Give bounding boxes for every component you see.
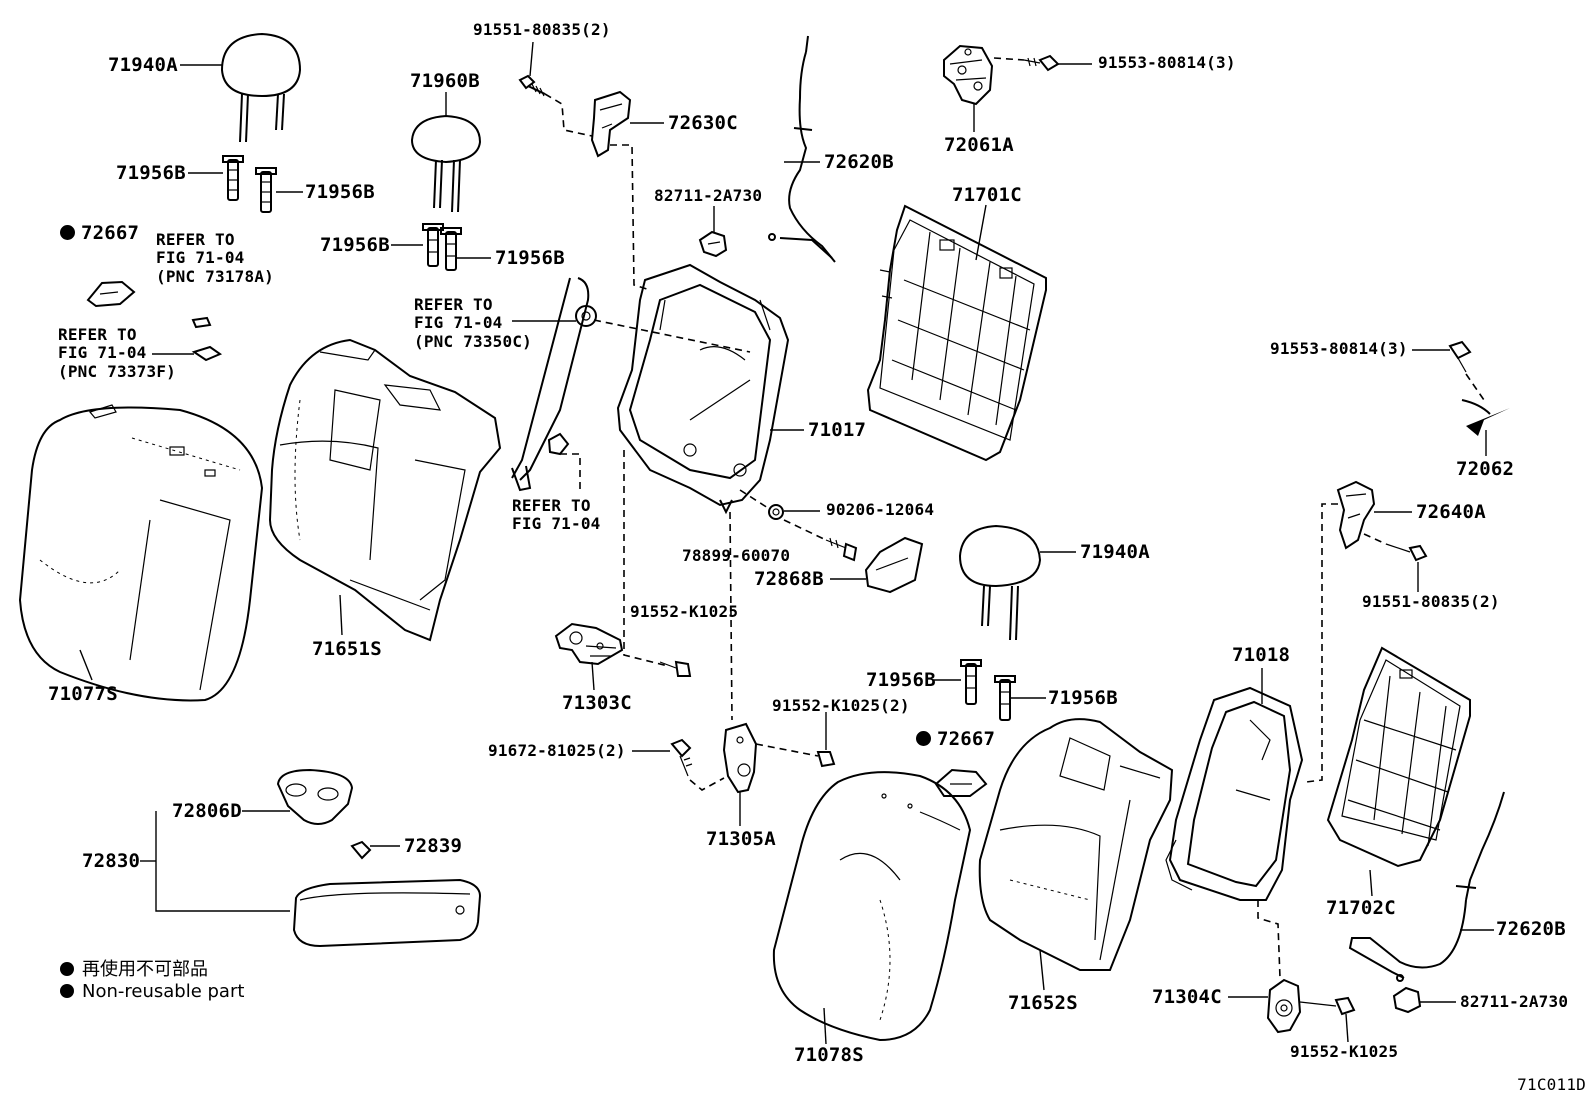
bracket-72630c-icon xyxy=(590,90,632,158)
clip-82711-icon xyxy=(1392,986,1422,1014)
label-72620b: 72620B xyxy=(1496,918,1566,940)
headrest-guide-icon xyxy=(222,155,277,213)
label-91553-80814: 91553-80814(3) xyxy=(1098,53,1236,72)
belt-strap-icon xyxy=(511,277,597,492)
bullet-icon xyxy=(60,962,74,976)
legend-jp: 再使用不可部品 xyxy=(60,955,208,981)
label-72061a: 72061A xyxy=(944,134,1014,156)
label-71956b: 71956B xyxy=(1048,687,1118,709)
label-72667-nonreusable: 72667 xyxy=(60,224,139,243)
label-71652s: 71652S xyxy=(1008,992,1078,1014)
label-71305a: 71305A xyxy=(706,828,776,850)
bolt-icon xyxy=(1385,543,1428,562)
label-71701c: 71701C xyxy=(952,184,1022,206)
label-72620b: 72620B xyxy=(824,151,894,173)
bolt-icon xyxy=(1023,54,1060,72)
clip-72062-icon xyxy=(1461,399,1510,436)
label-71956b: 71956B xyxy=(116,162,186,184)
headrest-71960b-icon xyxy=(410,114,482,213)
label-82711-2a730: 82711-2A730 xyxy=(654,186,763,205)
small-clip-icon xyxy=(191,316,223,362)
label-72839: 72839 xyxy=(404,835,463,857)
bracket-72640a-icon xyxy=(1336,480,1376,550)
label-71956b: 71956B xyxy=(320,234,390,256)
label-72667-nonreusable: 72667 xyxy=(916,730,995,749)
headrest-71940a-mid-icon xyxy=(958,524,1042,641)
hinge-71303c-icon xyxy=(554,622,624,666)
label-78899-60070: 78899-60070 xyxy=(682,546,791,565)
label-72630c: 72630C xyxy=(668,112,738,134)
label-72640a: 72640A xyxy=(1416,501,1486,523)
clip-72667-icon xyxy=(934,768,988,797)
label-71077s: 71077S xyxy=(48,683,118,705)
clip-82711-icon xyxy=(698,230,728,258)
label-90206-12064: 90206-12064 xyxy=(826,500,935,519)
armrest-72830-icon xyxy=(292,878,482,948)
seatback-frame-71017-icon xyxy=(616,263,790,515)
bolt-icon xyxy=(659,660,692,677)
diagram-code: 71C011D xyxy=(1517,1075,1586,1094)
label-91551-80835: 91551-80835(2) xyxy=(473,20,611,39)
label-71304c: 71304C xyxy=(1152,986,1222,1008)
bolt-icon xyxy=(825,537,858,562)
seatback-board-71702c-icon xyxy=(1326,646,1471,868)
label-91553-80814: 91553-80814(3) xyxy=(1270,339,1408,358)
seatback-board-71701c-icon xyxy=(866,204,1047,462)
headrest-guide-icon xyxy=(960,659,1016,721)
label-71940a: 71940A xyxy=(108,54,178,76)
seatback-cover-71078s-icon xyxy=(772,771,972,1042)
label-82711-2a730: 82711-2A730 xyxy=(1460,992,1569,1011)
label-71956b: 71956B xyxy=(305,181,375,203)
seatback-frame-71018-icon xyxy=(1165,686,1304,901)
bullet-icon xyxy=(60,984,74,998)
cable-72620b-icon xyxy=(1348,791,1505,982)
label-71960b: 71960B xyxy=(410,70,480,92)
label-71702c: 71702C xyxy=(1326,897,1396,919)
label-72806d: 72806D xyxy=(172,800,242,822)
clip-72667-icon xyxy=(86,280,136,308)
label-71018: 71018 xyxy=(1232,644,1291,666)
label-71940a: 71940A xyxy=(1080,541,1150,563)
cup-holder-72806d-icon xyxy=(276,768,354,825)
bolt-icon xyxy=(670,738,693,777)
seatback-cover-71651s-icon xyxy=(268,338,502,642)
bracket-71305a-icon xyxy=(722,722,758,794)
bolt-icon xyxy=(816,751,836,768)
label-72062: 72062 xyxy=(1456,458,1515,480)
bolt-icon xyxy=(350,840,372,860)
label-71303c: 71303C xyxy=(562,692,632,714)
label-71651s: 71651S xyxy=(312,638,382,660)
seatback-cover-71652s-icon xyxy=(978,718,1174,971)
refer-note: REFER TO FIG 71-04 (PNC 73350C) xyxy=(414,295,532,351)
cable-72620b-icon xyxy=(768,35,836,263)
refer-note: REFER TO FIG 71-04 xyxy=(512,496,601,534)
label-91552-k1025: 91552-K1025 xyxy=(630,602,739,621)
seat-cover-71077s-icon xyxy=(18,404,264,702)
refer-note: REFER TO FIG 71-04 (PNC 73373F) xyxy=(58,325,176,381)
label-91672-81025: 91672-81025(2) xyxy=(488,741,626,760)
headrest-guide-icon xyxy=(422,223,462,271)
label-72868b: 72868B xyxy=(754,568,824,590)
label-71017: 71017 xyxy=(808,419,867,441)
headrest-71940a-top-icon xyxy=(220,32,302,143)
bolt-icon xyxy=(518,74,546,97)
bolt-icon xyxy=(1448,340,1472,373)
recliner-71304c-icon xyxy=(1266,978,1302,1034)
refer-note: REFER TO FIG 71-04 (PNC 73178A) xyxy=(156,230,274,286)
legend-en: Non-reusable part xyxy=(60,981,244,1002)
hinge-72061a-icon xyxy=(943,44,994,106)
bolt-icon xyxy=(1299,996,1356,1016)
label-71956b: 71956B xyxy=(866,669,936,691)
cover-72868b-icon xyxy=(864,536,924,594)
label-91552-k1025: 91552-K1025 xyxy=(1290,1042,1399,1061)
label-71956b: 71956B xyxy=(495,247,565,269)
label-91551-80835: 91551-80835(2) xyxy=(1362,592,1500,611)
label-91552-k1025: 91552-K1025(2) xyxy=(772,696,910,715)
label-71078s: 71078S xyxy=(794,1044,864,1066)
label-72830: 72830 xyxy=(82,850,141,872)
washer-icon xyxy=(768,504,784,520)
